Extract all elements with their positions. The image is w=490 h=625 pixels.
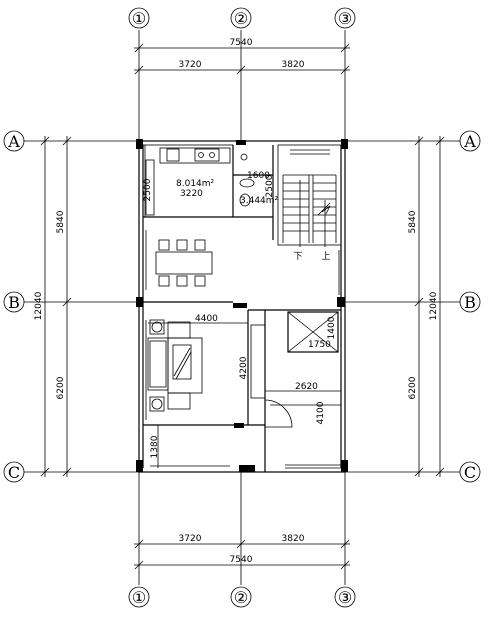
top-total-dim: 7540 xyxy=(230,38,253,48)
bath-width: 1600 xyxy=(247,171,270,181)
kitchen-area: 8.014m² xyxy=(176,179,215,189)
axis-label-bottom-2: ② xyxy=(234,588,248,607)
axis-label-left-b: B xyxy=(8,293,20,312)
living-width: 4400 xyxy=(195,314,218,324)
stair-down-label: 下 xyxy=(293,252,302,262)
top-right-dim: 3820 xyxy=(282,60,305,70)
axis-label-right-c: C xyxy=(464,463,476,482)
lift-width: 1750 xyxy=(308,340,331,350)
left-total-dim: 12040 xyxy=(34,291,44,320)
bottom-total-dim: 7540 xyxy=(230,555,253,565)
left-lower-dim: 6200 xyxy=(56,376,66,399)
axis-bubbles-top xyxy=(128,7,356,29)
windows xyxy=(144,145,340,467)
axis-label-bottom-3: ③ xyxy=(338,588,352,607)
bottom-right-dim: 3820 xyxy=(282,534,305,544)
columns xyxy=(136,139,348,472)
staircase xyxy=(282,149,337,247)
left-dimension-lines xyxy=(40,136,72,477)
right-upper-dim: 5840 xyxy=(408,210,418,233)
kitchen-width: 3220 xyxy=(180,189,203,199)
right-lower-dim: 6200 xyxy=(408,376,418,399)
axis-label-top-3: ③ xyxy=(338,9,352,28)
axis-bubbles-left xyxy=(3,130,25,483)
axis-label-bottom-1: ① xyxy=(132,588,146,607)
stair-treads xyxy=(283,182,336,232)
entry-depth: 1380 xyxy=(150,435,160,458)
lift-depth: 1400 xyxy=(327,316,337,339)
sofa-set xyxy=(147,319,203,412)
bath-area: 3.444m² xyxy=(240,196,279,206)
axis-label-left-a: A xyxy=(7,132,20,151)
right-room-bench xyxy=(250,324,266,399)
bath-depth: 2500 xyxy=(265,174,275,197)
interior-walls xyxy=(142,144,342,472)
axis-label-left-c: C xyxy=(8,463,20,482)
right-dimension-lines xyxy=(414,136,445,477)
bottom-dimension-lines xyxy=(134,539,350,570)
axis-label-top-2: ② xyxy=(234,9,248,28)
left-upper-dim: 5840 xyxy=(56,210,66,233)
top-left-dim: 3720 xyxy=(179,60,202,70)
axis-bubbles-right xyxy=(459,130,481,483)
axis-label-right-b: B xyxy=(464,293,476,312)
axis-bubbles-bottom xyxy=(128,586,356,608)
kitchen-counter xyxy=(145,147,231,216)
right-total-dim: 12040 xyxy=(429,291,439,320)
bottom-left-dim: 3720 xyxy=(179,534,202,544)
living-depth: 4200 xyxy=(239,356,249,379)
bathroom-fixtures xyxy=(239,153,255,207)
axis-label-top-1: ① xyxy=(132,9,146,28)
dining-table xyxy=(155,239,213,287)
top-dimension-lines xyxy=(134,43,350,75)
right-room-width: 2620 xyxy=(295,382,318,392)
door-swing xyxy=(264,399,293,428)
axis-label-right-a: A xyxy=(463,132,476,151)
stair-up-label: 上 xyxy=(321,251,330,262)
kitchen-depth: 2500 xyxy=(143,178,153,201)
right-room-depth: 4100 xyxy=(316,401,326,424)
